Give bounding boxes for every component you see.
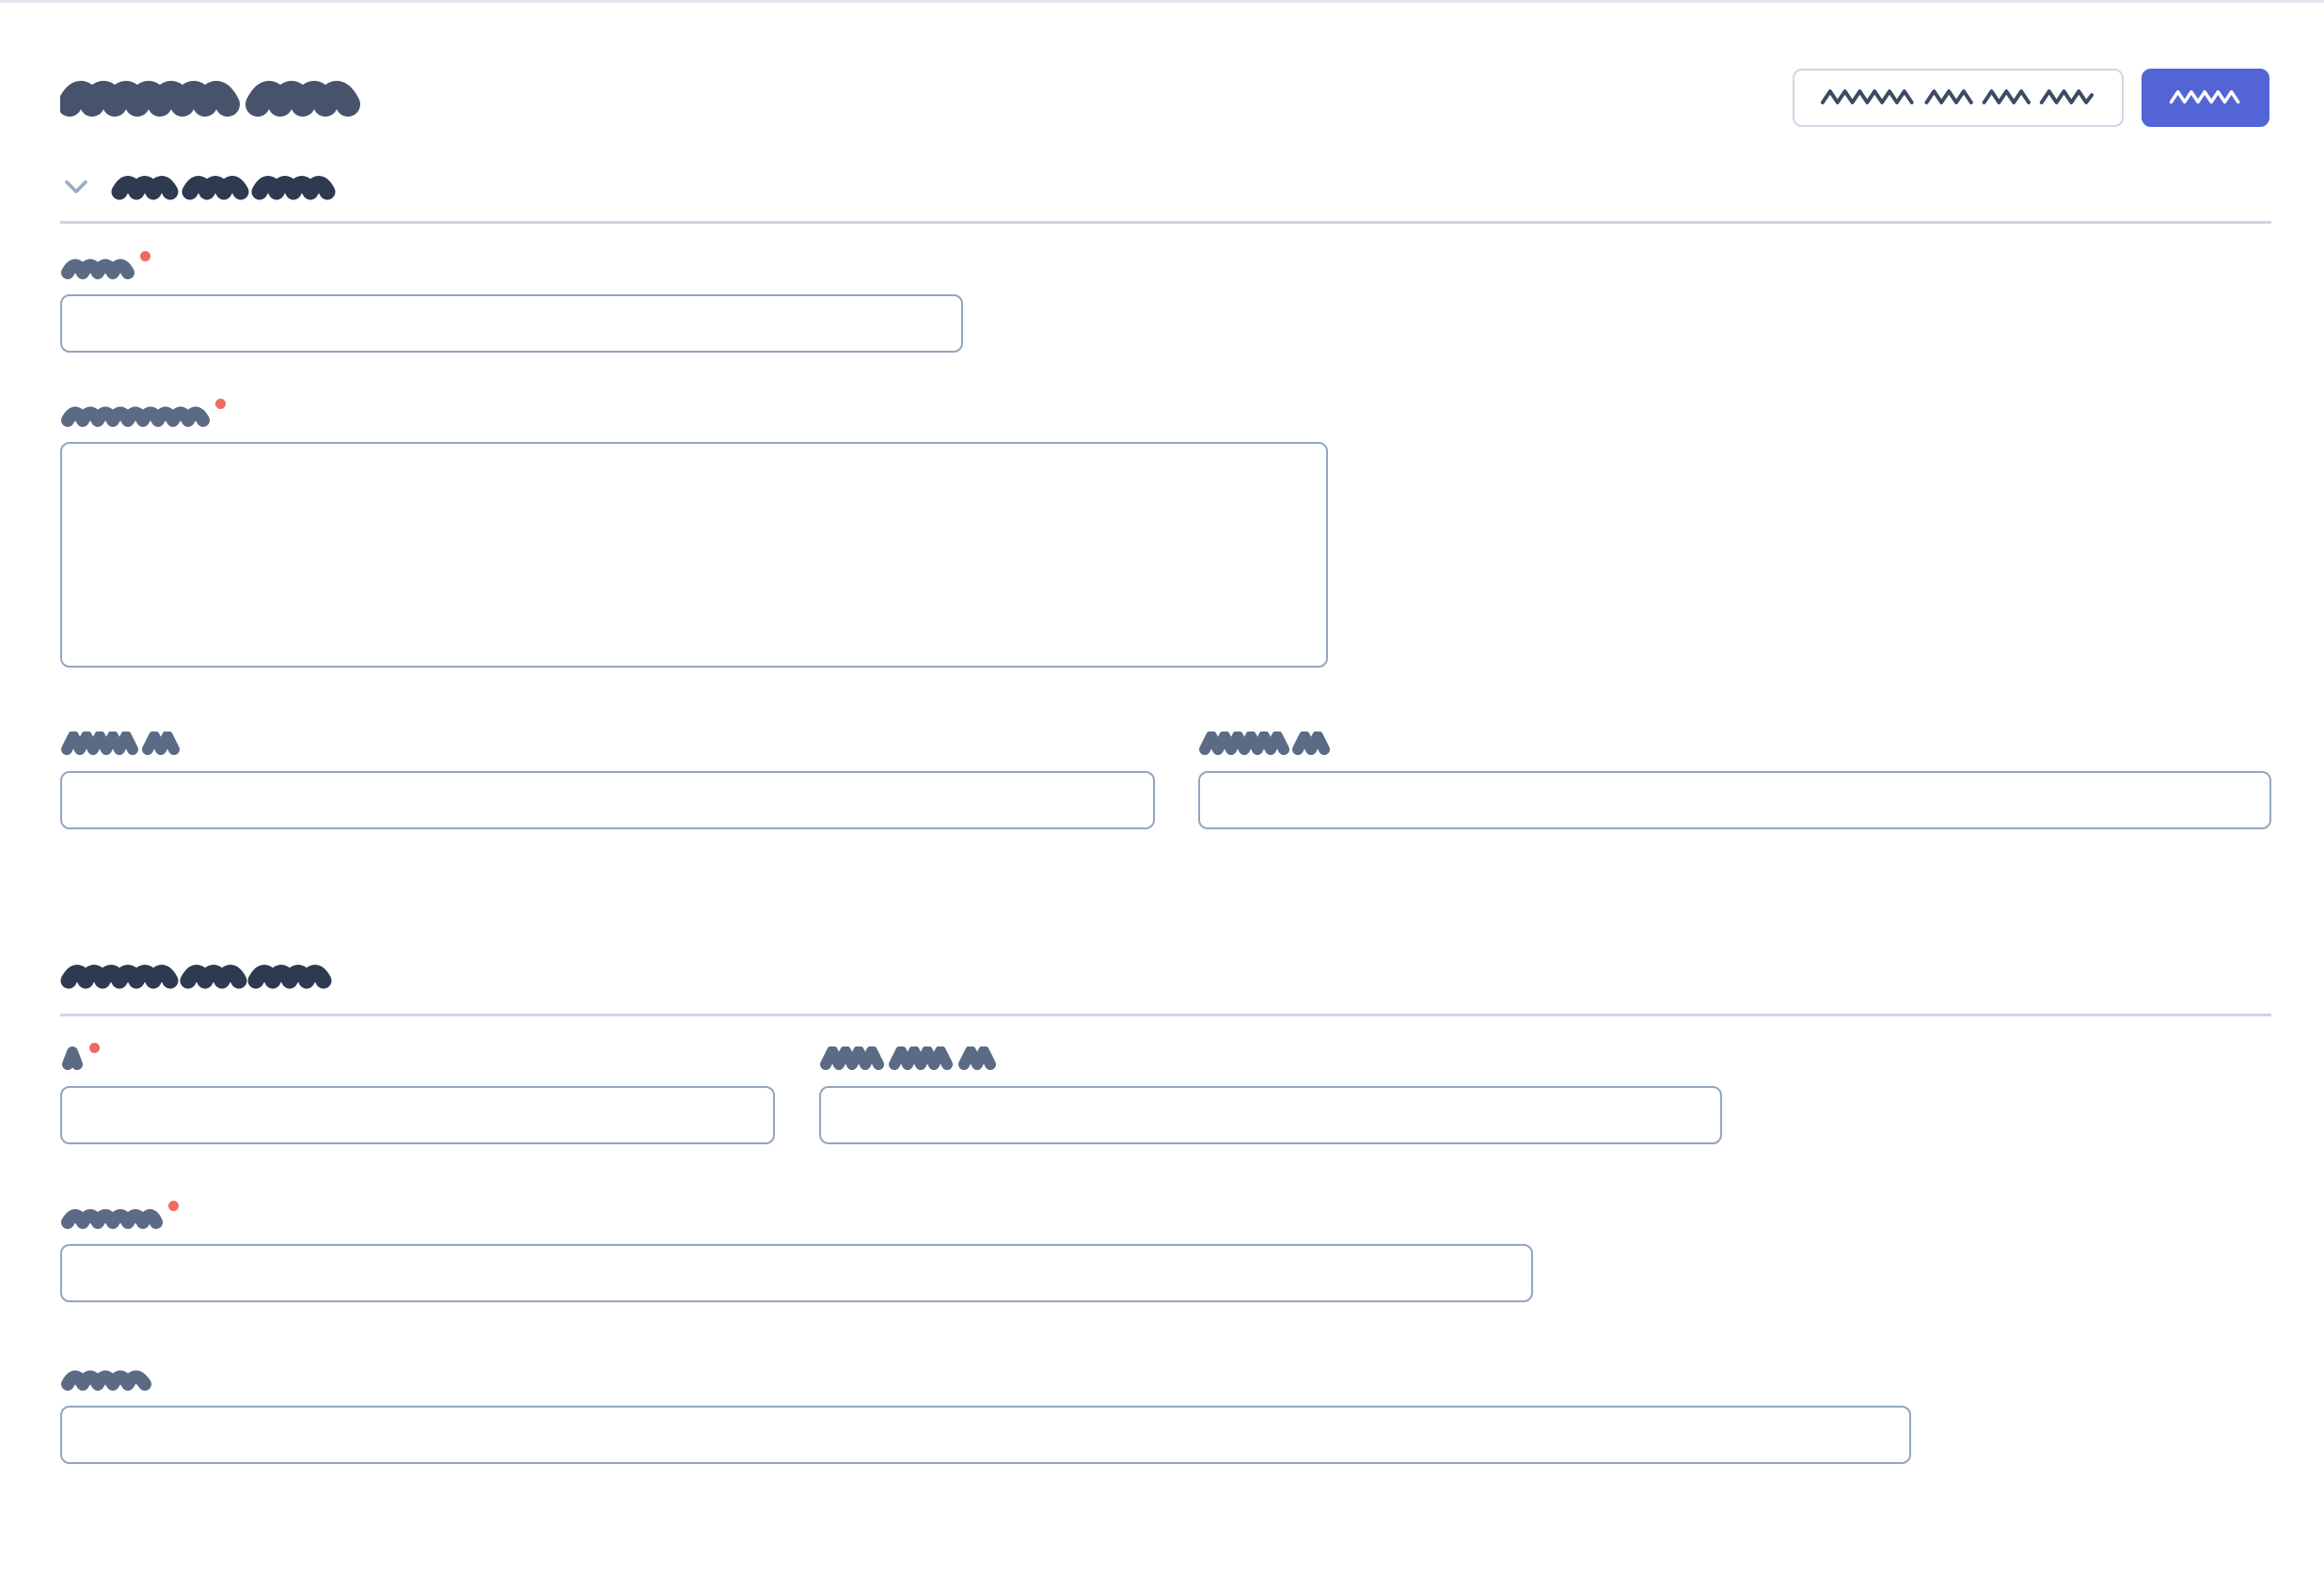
secondary-button[interactable] [1793, 69, 2124, 127]
field-start-input[interactable] [60, 771, 1155, 829]
field-end-input[interactable] [1198, 771, 2271, 829]
redacted-field-notes-label-text [61, 1370, 151, 1391]
section-header-2 [60, 960, 352, 990]
redacted-title-text [60, 81, 360, 117]
field-display-name-input[interactable] [819, 1086, 1722, 1144]
field-end [1198, 732, 2271, 829]
field-description-label [60, 399, 1328, 429]
field-notes [60, 1366, 1911, 1464]
page-title [60, 76, 380, 119]
field-id-input[interactable] [60, 1086, 775, 1144]
redacted-primary-button-label [2169, 90, 2240, 104]
field-name-input[interactable] [60, 294, 963, 353]
redacted-field-start-label-text [61, 732, 180, 755]
field-description [60, 399, 1328, 668]
header-actions [1793, 69, 2269, 127]
required-marker [168, 1201, 179, 1211]
page-header [0, 3, 2324, 158]
field-name-label [60, 251, 963, 281]
field-display-name [819, 1047, 1722, 1144]
field-id-label [60, 1043, 775, 1073]
redacted-section-2-title [60, 965, 332, 989]
field-start [60, 732, 1155, 829]
field-name [60, 251, 963, 353]
field-notes-label [60, 1366, 1911, 1393]
required-marker [215, 399, 226, 409]
field-end-label [1198, 732, 2271, 758]
required-marker [89, 1043, 100, 1053]
primary-button[interactable] [2142, 69, 2269, 127]
field-id [60, 1043, 775, 1144]
redacted-field-id-label-text [62, 1047, 83, 1070]
redacted-field-name-label-text [61, 259, 134, 279]
field-description-textarea[interactable] [60, 442, 1328, 668]
section-header-1[interactable] [60, 170, 356, 202]
required-marker [140, 251, 150, 261]
section-1-divider [60, 221, 2271, 224]
field-address [60, 1201, 1533, 1302]
section-2-divider [60, 1014, 2271, 1016]
redacted-section-1-title [111, 176, 336, 200]
redacted-field-display-name-label-text [820, 1047, 996, 1070]
redacted-field-end-label-text [1199, 732, 1330, 755]
field-display-name-label [819, 1047, 1722, 1073]
chevron-down-icon[interactable] [60, 170, 92, 202]
field-notes-input[interactable] [60, 1406, 1911, 1464]
field-start-label [60, 732, 1155, 758]
field-address-input[interactable] [60, 1244, 1533, 1302]
redacted-field-description-label-text [61, 406, 210, 427]
redacted-secondary-button-label [1820, 89, 2095, 104]
field-address-label [60, 1201, 1533, 1231]
redacted-field-address-label-text [61, 1209, 163, 1229]
